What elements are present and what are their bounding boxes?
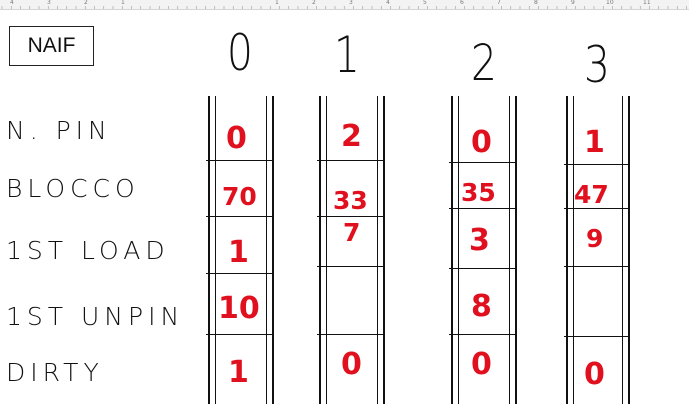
row-label-1st-unpin: 1ST UNPIN xyxy=(6,302,185,331)
column-rail xyxy=(573,96,574,404)
row-label-1st-load: 1ST LOAD xyxy=(6,236,170,265)
cell-value: 8 xyxy=(471,289,492,324)
cell-divider xyxy=(317,334,385,335)
column-box-0: 0 70 1 10 1 xyxy=(206,96,274,404)
cell-value: 33 xyxy=(333,186,368,215)
cell-divider xyxy=(449,208,517,209)
cell-divider xyxy=(564,336,630,337)
cell-divider xyxy=(449,268,517,269)
title-box: NAIF xyxy=(9,26,94,66)
ruler-number: 2 xyxy=(312,0,316,6)
ruler-number: 7 xyxy=(497,0,501,6)
cell-divider xyxy=(449,334,517,335)
cell-divider xyxy=(206,334,274,335)
column-header-0: 0 xyxy=(226,24,253,82)
cell-divider xyxy=(206,273,274,274)
ruler-number: 6 xyxy=(460,0,464,6)
cell-divider xyxy=(206,160,274,161)
ruler-number: 2 xyxy=(84,0,88,6)
cell-value: 0 xyxy=(584,357,605,392)
cell-value: 0 xyxy=(471,347,492,382)
ruler-ticks xyxy=(1,6,687,9)
column-rail xyxy=(509,96,510,404)
column-box-1: 2 33 7 0 xyxy=(317,96,385,404)
cell-value: 2 xyxy=(341,119,362,154)
cell-value: 7 xyxy=(343,218,361,247)
ruler-number: 9 xyxy=(571,0,575,6)
ruler-number: 4 xyxy=(386,0,390,6)
ruler-number: 4 xyxy=(10,0,14,6)
ruler-number: 3 xyxy=(47,0,51,6)
column-box-2: 0 35 3 8 0 xyxy=(449,96,517,404)
ruler: 4 3 2 1 1 2 3 4 5 6 7 8 9 10 11 xyxy=(0,0,689,10)
cell-divider xyxy=(317,266,385,267)
column-rail xyxy=(326,96,327,404)
ruler-number: 8 xyxy=(534,0,538,6)
column-header-2: 2 xyxy=(470,34,497,92)
column-box-3: 1 47 9 0 xyxy=(564,96,630,404)
row-label-dirty: DIRTY xyxy=(6,358,104,387)
cell-divider xyxy=(206,216,274,217)
ruler-number: 10 xyxy=(606,0,614,6)
cell-divider xyxy=(564,208,630,209)
ruler-number: 1 xyxy=(275,0,279,6)
cell-value: 47 xyxy=(574,180,609,209)
cell-value: 1 xyxy=(584,125,605,160)
cell-value: 35 xyxy=(461,178,496,207)
cell-value: 1 xyxy=(228,235,249,270)
cell-value: 0 xyxy=(341,347,362,382)
column-rail xyxy=(458,96,459,404)
cell-divider xyxy=(564,266,630,267)
column-header-3: 3 xyxy=(583,36,610,94)
cell-value: 70 xyxy=(222,182,257,211)
ruler-number: 3 xyxy=(349,0,353,6)
ruler-number: 5 xyxy=(423,0,427,6)
ruler-number: 11 xyxy=(643,0,651,6)
column-rail xyxy=(377,96,378,404)
row-label-npin: N. PIN xyxy=(6,116,112,145)
cell-value: 3 xyxy=(469,223,490,258)
cell-divider xyxy=(317,160,385,161)
cell-divider xyxy=(317,216,385,217)
cell-value: 10 xyxy=(218,291,260,326)
column-header-1: 1 xyxy=(333,26,360,84)
cell-value: 0 xyxy=(471,125,492,160)
ruler-number: 1 xyxy=(121,0,125,6)
cell-value: 9 xyxy=(586,224,604,253)
cell-divider xyxy=(564,164,630,165)
cell-divider xyxy=(449,162,517,163)
column-rail xyxy=(266,96,267,404)
column-rail xyxy=(622,96,623,404)
cell-value: 0 xyxy=(226,121,247,156)
row-label-blocco: BLOCCO xyxy=(6,174,140,203)
title-text: NAIF xyxy=(27,34,76,57)
column-rail xyxy=(215,96,216,404)
cell-value: 1 xyxy=(228,355,249,390)
